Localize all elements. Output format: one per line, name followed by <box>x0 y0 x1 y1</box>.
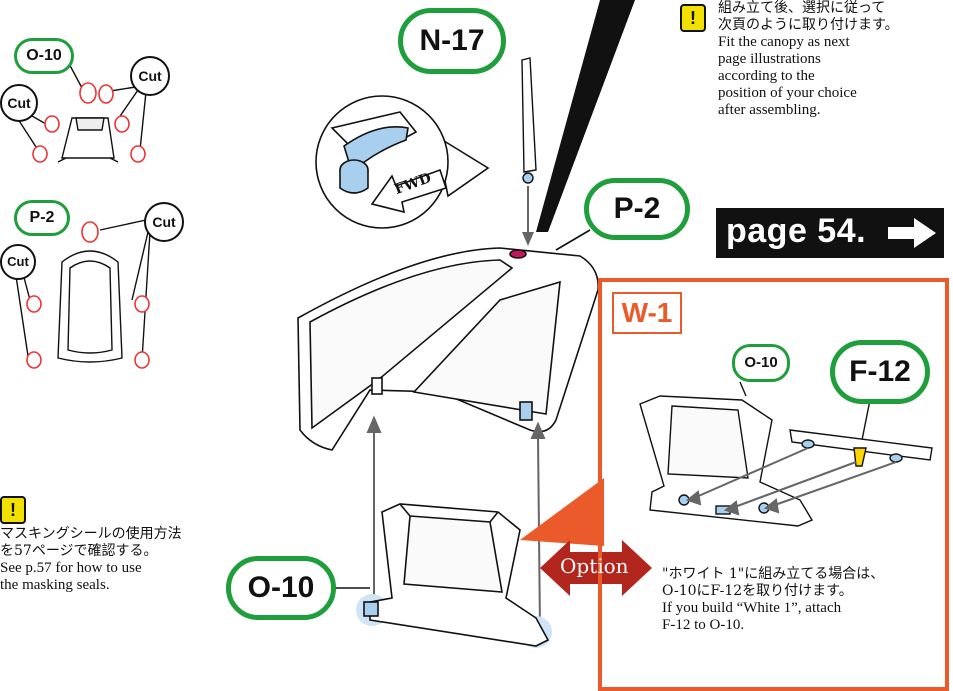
p2-label: P-2 <box>584 178 690 240</box>
note-jp-line: 次頁のように取り付けます。 <box>718 17 899 33</box>
warning-icon: ! <box>0 496 26 524</box>
option-arrow-shape <box>540 540 652 596</box>
o10-label: O-10 <box>226 556 336 620</box>
note-en-line: page illustrations <box>718 51 821 67</box>
masking-jp-line: を57ページで確認する。 <box>0 543 158 559</box>
masking-en-line: See p.57 for how to use <box>0 560 142 576</box>
warning-icon: ! <box>680 4 706 32</box>
w1-arrows <box>685 447 897 516</box>
w1-f12-part <box>789 399 933 467</box>
p2-mask-markers <box>26 221 150 369</box>
option-label: Option <box>560 554 629 578</box>
cut-badge: Cut <box>144 202 184 242</box>
p2-ref-label: P-2 <box>14 200 70 236</box>
w1-option-panel <box>598 278 949 691</box>
cut-badge: Cut <box>130 56 170 96</box>
option-jp-line: "ホワイト 1"に組み立てる場合は、 <box>662 566 885 582</box>
p2-masking-reference <box>15 219 151 363</box>
arrow-right-icon <box>888 218 936 248</box>
cut-badge: Cut <box>0 244 36 280</box>
option-jp-line: O-10にF-12を取り付けます。 <box>662 583 853 599</box>
zoom-detail <box>315 95 490 229</box>
option-note: "ホワイト 1"に組み立てる場合は、 O-10にF-12を取り付けます。 If … <box>662 566 938 634</box>
w1-step-tag: W-1 <box>612 292 682 334</box>
note-jp-line: 組み立て後、選択に従って <box>718 0 886 16</box>
note-en-line: after assembling. <box>718 102 821 118</box>
n17-label: N-17 <box>398 8 506 74</box>
option-en-line: If you build “White 1”, attach <box>662 600 842 616</box>
masking-note: マスキングシールの使用方法 を57ページで確認する。 See p.57 for … <box>0 526 220 594</box>
pointer-wedge <box>536 0 635 232</box>
note-en-line: Fit the canopy as next <box>718 34 850 50</box>
option-en-line: F-12 to O-10. <box>662 617 745 633</box>
masking-jp-line: マスキングシールの使用方法 <box>0 526 182 542</box>
note-en-line: according to the <box>718 68 815 84</box>
cut-badge: Cut <box>0 84 38 122</box>
page-54-link[interactable]: page 54. <box>716 208 944 258</box>
note-en-line: position of your choice <box>718 85 857 101</box>
masking-en-line: the masking seals. <box>0 577 110 593</box>
f12-label: F-12 <box>830 340 930 404</box>
option-wedge <box>520 478 604 546</box>
o10-mask-markers <box>32 82 146 163</box>
canopy-p2 <box>297 229 599 451</box>
frame-o10 <box>320 503 552 648</box>
o10-ref-label: O-10 <box>14 38 74 74</box>
page-link-label: page 54. <box>726 212 867 250</box>
w1-o10-label: O-10 <box>732 344 790 382</box>
canopy-fit-note: 組み立て後、選択に従って 次頁のように取り付けます。 Fit the canop… <box>718 0 948 119</box>
